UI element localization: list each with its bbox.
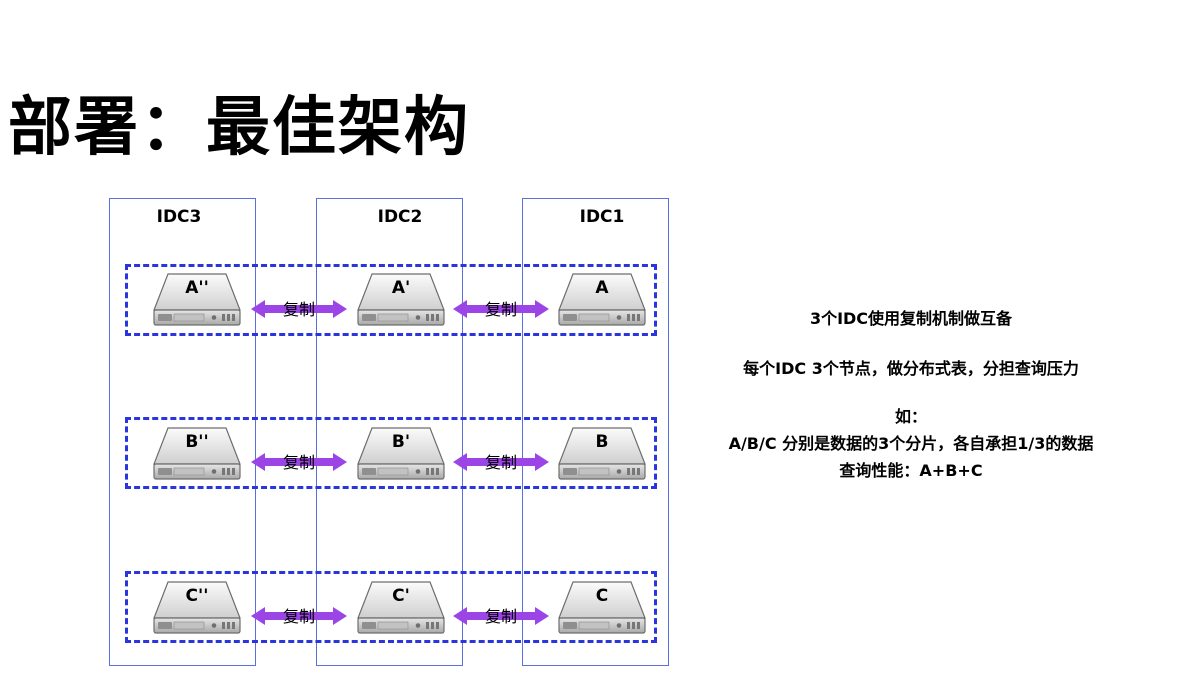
server-label: B''	[185, 432, 209, 452]
double-arrow-icon	[251, 300, 347, 318]
server-icon	[153, 427, 241, 480]
double-arrow-icon	[453, 300, 549, 318]
idc1-column	[522, 198, 669, 666]
replication-arrow: 复制	[453, 451, 549, 473]
replication-arrow: 复制	[251, 605, 347, 627]
server-icon	[153, 273, 241, 326]
replication-label: 复制	[282, 300, 315, 319]
server-label: C''	[185, 586, 209, 606]
replication-arrow: 复制	[453, 605, 549, 627]
double-arrow-icon	[251, 607, 347, 625]
server-a1: A'	[356, 270, 446, 332]
idc2-label: IDC2	[377, 207, 423, 227]
replication-arrow: 复制	[453, 298, 549, 320]
replication-label: 复制	[484, 607, 517, 626]
server-c2: C''	[152, 578, 242, 640]
note-line-1: 3个IDC使用复制机制做互备	[809, 309, 1013, 328]
note-line-3: 如：	[894, 407, 927, 426]
server-c: C	[557, 578, 647, 640]
double-arrow-icon	[251, 453, 347, 471]
shard-row-c	[125, 571, 657, 643]
server-label: B	[595, 432, 609, 452]
replication-label: 复制	[484, 453, 517, 472]
shard-row-a	[125, 264, 657, 336]
server-label: C'	[392, 586, 410, 606]
server-icon	[357, 581, 445, 634]
server-b2: B''	[152, 424, 242, 486]
replication-label: 复制	[282, 607, 315, 626]
replication-label: 复制	[484, 300, 517, 319]
idc2-column	[316, 198, 463, 666]
server-b1: B'	[356, 424, 446, 486]
server-label: C	[595, 586, 609, 606]
server-label: A'	[391, 278, 411, 298]
replication-label: 复制	[282, 453, 315, 472]
replication-arrow: 复制	[251, 298, 347, 320]
page-title: 部署：最佳架构	[8, 91, 470, 165]
idc1-label: IDC1	[579, 207, 625, 227]
server-icon	[558, 273, 646, 326]
server-label: A''	[185, 278, 209, 298]
double-arrow-icon	[453, 607, 549, 625]
server-icon	[357, 427, 445, 480]
note-line-5: 查询性能：A+B+C	[839, 461, 983, 480]
server-label: A	[595, 278, 609, 298]
server-icon	[153, 581, 241, 634]
shard-row-b	[125, 417, 657, 489]
server-c1: C'	[356, 578, 446, 640]
idc3-column	[109, 198, 256, 666]
server-b: B	[557, 424, 647, 486]
server-icon	[357, 273, 445, 326]
double-arrow-icon	[453, 453, 549, 471]
idc3-label: IDC3	[156, 207, 202, 227]
server-a: A	[557, 270, 647, 332]
server-a2: A''	[152, 270, 242, 332]
server-icon	[558, 427, 646, 480]
note-line-2: 每个IDC 3个节点，做分布式表，分担查询压力	[743, 359, 1079, 378]
note-line-4: A/B/C 分别是数据的3个分片，各自承担1/3的数据	[728, 434, 1094, 453]
replication-arrow: 复制	[251, 451, 347, 473]
server-icon	[558, 581, 646, 634]
server-label: B'	[391, 432, 411, 452]
